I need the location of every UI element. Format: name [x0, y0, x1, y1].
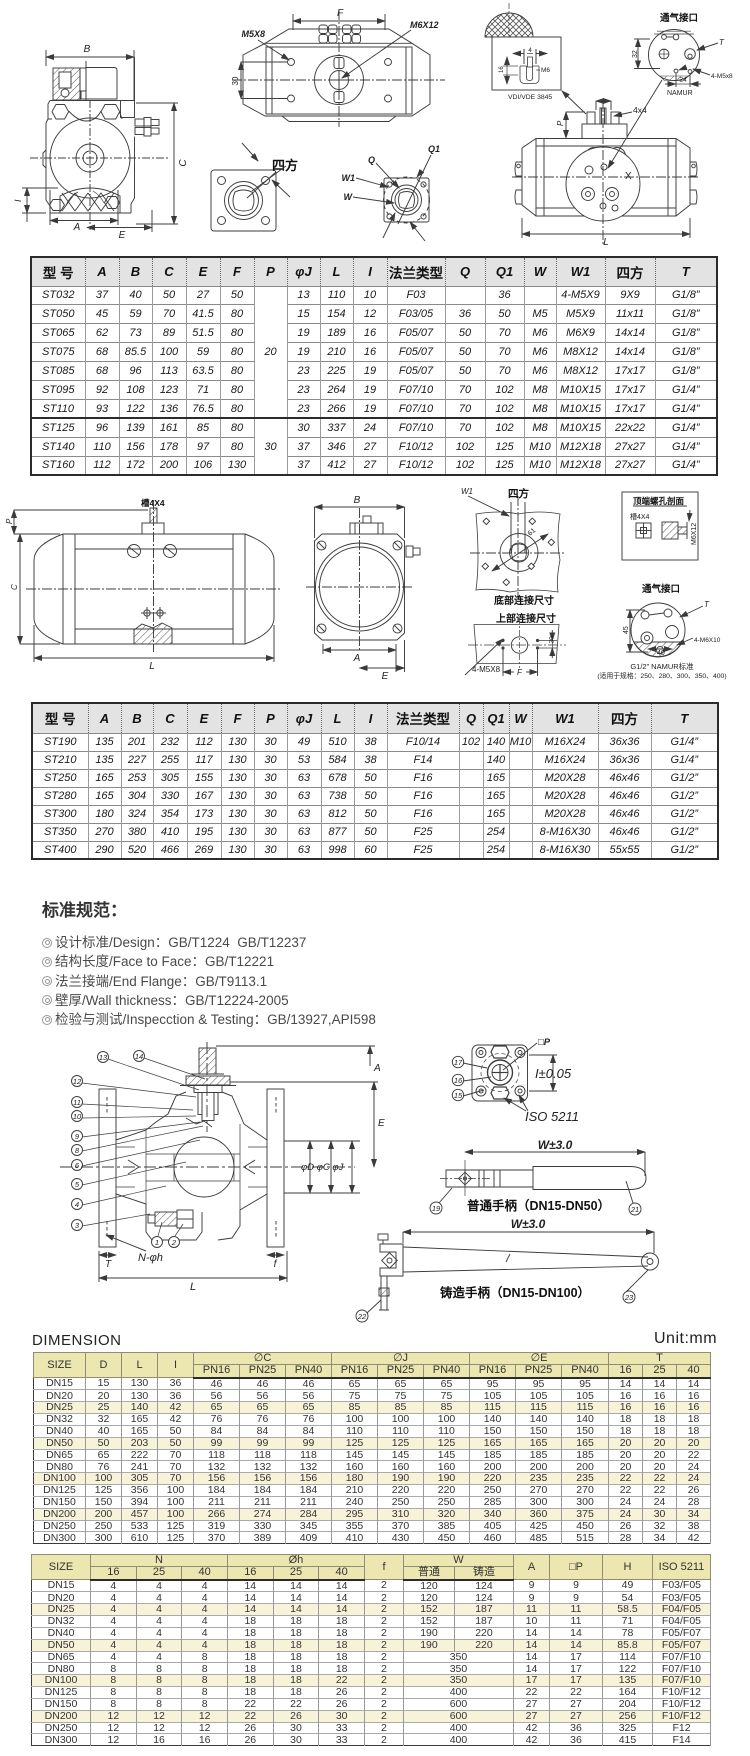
svg-text:M6X12: M6X12: [410, 20, 439, 30]
svg-text:普通手柄（DN15-DN50）: 普通手柄（DN15-DN50）: [467, 1198, 610, 1213]
svg-text:NAMUR: NAMUR: [667, 90, 693, 97]
svg-text:L: L: [149, 661, 155, 672]
svg-text:23: 23: [624, 1293, 634, 1302]
svg-text:E: E: [119, 230, 126, 241]
svg-text:上部连接尺寸: 上部连接尺寸: [496, 612, 556, 625]
svg-text:□P: □P: [538, 1037, 551, 1048]
svg-text:A: A: [353, 653, 361, 664]
svg-text:G1/2” NAMUR标准: G1/2” NAMUR标准: [630, 661, 694, 671]
svg-text:22: 22: [357, 1312, 367, 1321]
svg-text:I±0.05: I±0.05: [535, 1066, 572, 1081]
svg-text:B: B: [354, 495, 361, 506]
svg-text:L: L: [190, 1281, 196, 1293]
svg-text:W±3.0: W±3.0: [538, 1138, 573, 1152]
svg-text:30: 30: [549, 636, 556, 644]
svg-text:40: 40: [657, 650, 665, 657]
svg-text:19: 19: [432, 1204, 441, 1213]
svg-text:E: E: [378, 1118, 385, 1129]
svg-text:4: 4: [75, 1200, 79, 1209]
svg-text:2: 2: [171, 1238, 177, 1247]
svg-text:W±3.0: W±3.0: [511, 1217, 546, 1231]
svg-text:4-M6X10: 4-M6X10: [694, 637, 721, 644]
svg-text:顶端螺孔剖面: 顶端螺孔剖面: [633, 496, 685, 506]
svg-text:铸造手柄（DN15-DN100）: 铸造手柄（DN15-DN100）: [440, 1285, 590, 1300]
svg-text:槽4X4: 槽4X4: [141, 498, 165, 508]
svg-text:四方: 四方: [272, 158, 298, 173]
svg-text:Q: Q: [368, 155, 375, 165]
svg-text:φD φC φJ: φD φC φJ: [301, 1162, 344, 1173]
svg-text:30: 30: [231, 76, 240, 85]
svg-text:4: 4: [528, 47, 532, 54]
svg-text:6: 6: [75, 1161, 80, 1170]
svg-text:N-φh: N-φh: [138, 1252, 163, 1264]
svg-text:通气接口: 通气接口: [642, 583, 680, 595]
svg-text:L: L: [603, 237, 609, 248]
svg-text:通气接口: 通气接口: [660, 12, 698, 24]
svg-text:4-M5x8: 4-M5x8: [711, 73, 733, 80]
svg-text:13: 13: [99, 1053, 108, 1062]
svg-text:X: X: [625, 171, 632, 182]
svg-text:A: A: [373, 1063, 381, 1074]
svg-text:P: P: [5, 518, 14, 524]
svg-text:C: C: [178, 159, 189, 167]
svg-text:f: f: [274, 1259, 278, 1270]
svg-text:T: T: [719, 38, 725, 47]
svg-text:15: 15: [454, 1091, 463, 1100]
svg-text:61: 61: [527, 527, 538, 537]
svg-text:12: 12: [73, 1077, 82, 1086]
svg-text:W1: W1: [342, 173, 356, 183]
svg-text:VDI/VDE 3845: VDI/VDE 3845: [508, 94, 552, 101]
svg-text:24: 24: [679, 77, 687, 84]
svg-text:Q1: Q1: [428, 144, 440, 154]
svg-text:T: T: [105, 1259, 112, 1270]
svg-text:M6X12: M6X12: [691, 523, 698, 545]
svg-text:16: 16: [499, 66, 505, 73]
svg-text:底部连接尺寸: 底部连接尺寸: [494, 594, 554, 607]
svg-text:11: 11: [73, 1098, 81, 1107]
svg-text:F: F: [337, 8, 344, 19]
svg-text:W1: W1: [461, 487, 473, 496]
svg-text:45: 45: [623, 626, 630, 634]
svg-text:5: 5: [75, 1180, 80, 1189]
svg-text:C: C: [10, 584, 19, 590]
svg-text:4-M5X8: 4-M5X8: [472, 665, 501, 674]
svg-text:P: P: [556, 120, 565, 126]
svg-text:E: E: [382, 671, 389, 682]
svg-text:32: 32: [632, 50, 639, 58]
svg-text:4x4: 4x4: [633, 105, 647, 115]
svg-text:8: 8: [75, 1146, 80, 1155]
svg-text:1: 1: [155, 1238, 159, 1247]
svg-text:M6: M6: [541, 67, 550, 74]
svg-text:(适用于规格：250、280、300、350、400): (适用于规格：250、280、300、350、400): [597, 671, 726, 680]
svg-text:槽4X4: 槽4X4: [630, 512, 650, 521]
svg-text:B: B: [84, 44, 91, 55]
svg-text:3: 3: [75, 1221, 80, 1230]
svg-text:M5X8: M5X8: [241, 29, 265, 39]
svg-text:17: 17: [454, 1058, 463, 1067]
svg-text:16: 16: [454, 1076, 463, 1085]
svg-text:ISO 5211: ISO 5211: [525, 1109, 579, 1124]
svg-text:T: T: [704, 600, 710, 609]
svg-text:I: I: [13, 199, 23, 202]
svg-text:W: W: [344, 192, 354, 202]
svg-text:9: 9: [75, 1132, 80, 1141]
svg-text:14: 14: [135, 1052, 143, 1061]
svg-text:F: F: [517, 668, 523, 677]
svg-text:21: 21: [630, 1205, 639, 1214]
svg-text:四方: 四方: [508, 487, 529, 500]
svg-text:A: A: [73, 222, 81, 233]
svg-text:10: 10: [73, 1112, 82, 1121]
